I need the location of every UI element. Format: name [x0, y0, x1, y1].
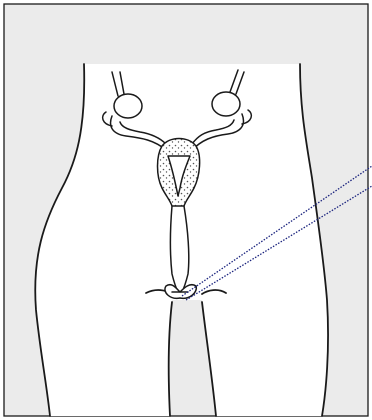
right-ovary	[212, 92, 240, 116]
left-ovary	[114, 94, 142, 118]
